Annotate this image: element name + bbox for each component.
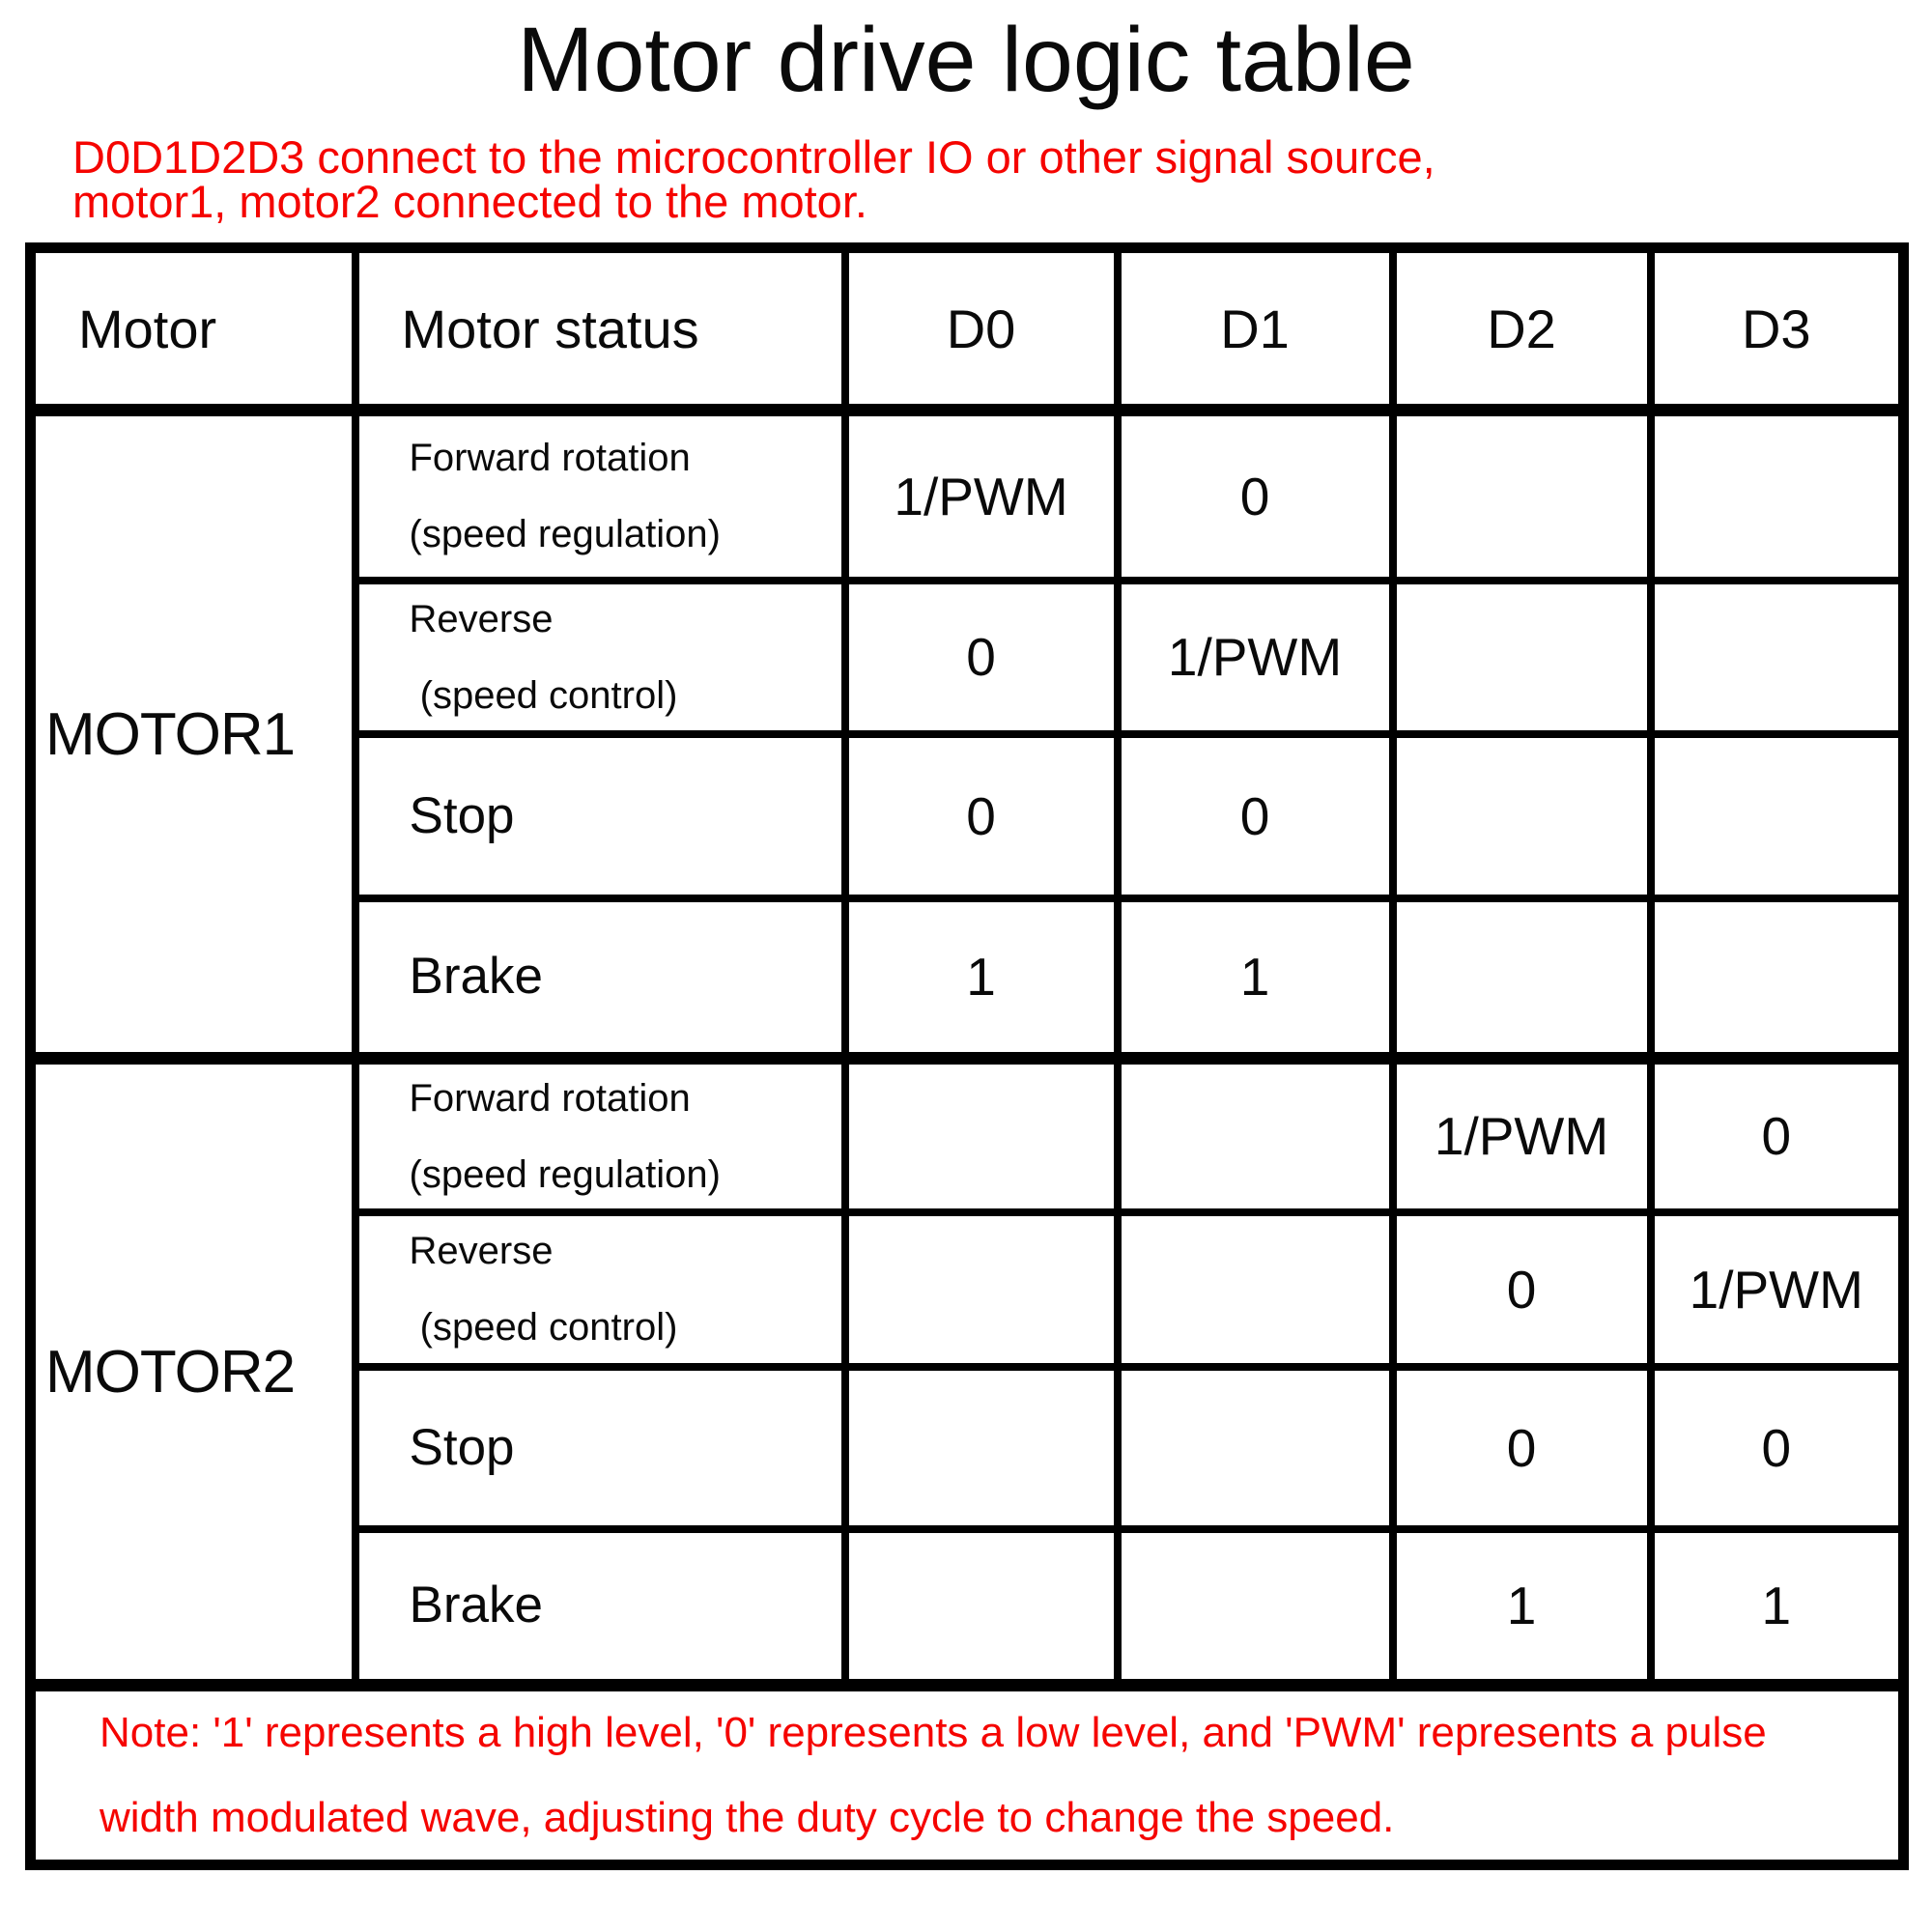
cell-motor1-stop-d2 xyxy=(1388,729,1655,902)
row-motor2-stop: Stop 0 0 xyxy=(31,1362,1908,1533)
note-row: Note: '1' represents a high level, '0' r… xyxy=(26,1679,1908,1869)
cell-motor1-forward-d3 xyxy=(1646,406,1908,584)
motor-logic-table: Motor Motor status D0 D1 D2 D3 MOTOR1 Fo… xyxy=(25,242,1909,1870)
cell-motor1-forward-d2 xyxy=(1388,406,1655,584)
intro-note-line2: motor1, motor2 connected to the motor. xyxy=(72,176,867,227)
row-motor1-forward: MOTOR1 Forward rotation (speed regulatio… xyxy=(26,406,1908,1063)
header-row: Motor Motor status D0 D1 D2 D3 xyxy=(26,243,1908,416)
cell-motor2-brake-d2: 1 xyxy=(1388,1524,1655,1690)
row-motor2-brake: Brake 1 1 xyxy=(31,1524,1908,1690)
note-cell: Note: '1' represents a high level, '0' r… xyxy=(26,1679,1908,1869)
row-motor2-forward: MOTOR2 Forward rotation (speed regulatio… xyxy=(26,1052,1908,1690)
status-cell-motor2-stop: Stop xyxy=(351,1362,849,1533)
cell-motor1-stop-d3 xyxy=(1646,729,1908,902)
col-header-d1: D1 xyxy=(1113,243,1397,416)
col-header-motor: Motor xyxy=(26,243,359,416)
cell-motor2-stop-d1 xyxy=(1113,1362,1397,1533)
status-cell-motor1-stop: Stop xyxy=(351,729,849,902)
intro-note: D0D1D2D3 connect to the microcontroller … xyxy=(72,131,1435,227)
row-motor2-reverse: Reverse (speed control) 0 1/PWM xyxy=(31,1208,1908,1371)
cell-motor1-stop-d1: 0 xyxy=(1113,729,1397,902)
status-line1: Stop xyxy=(409,786,515,844)
cell-motor2-forward-d2: 1/PWM xyxy=(1388,1052,1655,1216)
status-cell-motor2-reverse: Reverse (speed control) xyxy=(351,1208,849,1371)
cell-motor2-stop-d0 xyxy=(840,1362,1122,1533)
cell-motor1-reverse-d0: 0 xyxy=(840,576,1122,738)
motor2-label: MOTOR2 xyxy=(26,1052,359,1690)
note-line1: Note: '1' represents a high level, '0' r… xyxy=(99,1709,1767,1756)
cell-motor2-reverse-d3: 1/PWM xyxy=(1646,1208,1908,1371)
status-line1: Brake xyxy=(409,1577,543,1634)
note-line2: width modulated wave, adjusting the duty… xyxy=(99,1794,1395,1841)
row-motor1-brake: Brake 1 1 xyxy=(31,894,1908,1063)
status-line1: Forward rotation xyxy=(409,1076,691,1120)
cell-motor1-reverse-d2 xyxy=(1388,576,1655,738)
cell-motor1-forward-d1: 0 xyxy=(1113,406,1397,584)
cell-motor2-stop-d2: 0 xyxy=(1388,1362,1655,1533)
intro-note-line1: D0D1D2D3 connect to the microcontroller … xyxy=(72,131,1435,183)
cell-motor2-forward-d0 xyxy=(840,1052,1122,1216)
cell-motor2-brake-d0 xyxy=(840,1524,1122,1690)
cell-motor2-reverse-d2: 0 xyxy=(1388,1208,1655,1371)
col-header-d2: D2 xyxy=(1388,243,1655,416)
cell-motor2-forward-d3: 0 xyxy=(1646,1052,1908,1216)
cell-motor2-forward-d1 xyxy=(1113,1052,1397,1216)
status-line1: Brake xyxy=(409,948,543,1006)
row-motor1-stop: Stop 0 0 xyxy=(31,729,1908,902)
status-line1: Forward rotation xyxy=(409,437,691,480)
col-header-d0: D0 xyxy=(840,243,1122,416)
status-cell-motor2-brake: Brake xyxy=(351,1524,849,1690)
cell-motor2-reverse-d0 xyxy=(840,1208,1122,1371)
cell-motor1-forward-d0: 1/PWM xyxy=(840,406,1122,584)
status-cell-motor1-brake: Brake xyxy=(351,894,849,1063)
cell-motor1-brake-d2 xyxy=(1388,894,1655,1063)
cell-motor1-stop-d0: 0 xyxy=(840,729,1122,902)
cell-motor1-reverse-d3 xyxy=(1646,576,1908,738)
status-line2: (speed regulation) xyxy=(409,1152,721,1196)
status-line2: (speed regulation) xyxy=(409,513,721,556)
cell-motor1-brake-d1: 1 xyxy=(1113,894,1397,1063)
motor1-label: MOTOR1 xyxy=(26,406,359,1063)
cell-motor2-stop-d3: 0 xyxy=(1646,1362,1908,1533)
cell-motor2-reverse-d1 xyxy=(1113,1208,1397,1371)
cell-motor1-brake-d3 xyxy=(1646,894,1908,1063)
col-header-motor-status: Motor status xyxy=(351,243,849,416)
cell-motor1-reverse-d1: 1/PWM xyxy=(1113,576,1397,738)
page-title: Motor drive logic table xyxy=(517,9,1415,111)
status-line1: Stop xyxy=(409,1418,515,1476)
cell-motor1-brake-d0: 1 xyxy=(840,894,1122,1063)
status-line1: Reverse xyxy=(409,1230,554,1272)
status-line2: (speed control) xyxy=(409,1306,678,1349)
status-line1: Reverse xyxy=(409,597,554,640)
cell-motor2-brake-d3: 1 xyxy=(1646,1524,1908,1690)
status-cell-motor1-forward: Forward rotation (speed regulation) xyxy=(351,406,849,584)
cell-motor2-brake-d1 xyxy=(1113,1524,1397,1690)
status-cell-motor2-forward: Forward rotation (speed regulation) xyxy=(351,1052,849,1216)
row-motor1-reverse: Reverse (speed control) 0 1/PWM xyxy=(31,576,1908,738)
status-line2: (speed control) xyxy=(409,673,678,717)
status-cell-motor1-reverse: Reverse (speed control) xyxy=(351,576,849,738)
col-header-d3: D3 xyxy=(1646,243,1908,416)
